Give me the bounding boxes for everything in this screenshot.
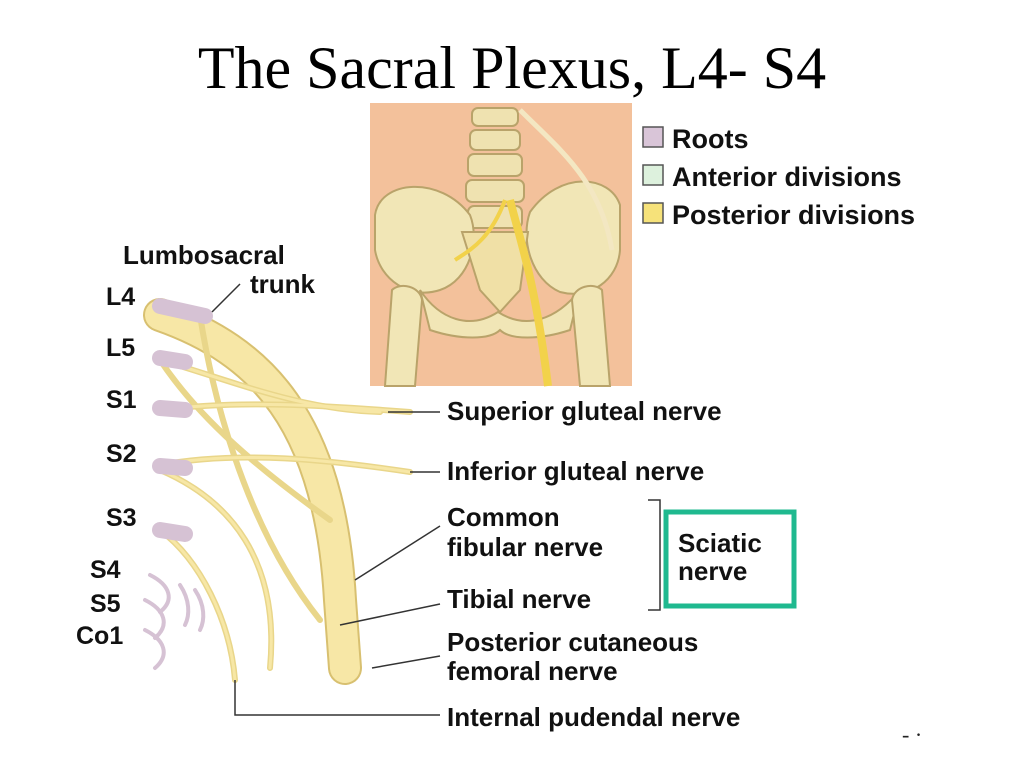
legend: Roots Anterior divisions Posterior divis… [642,124,915,230]
root-labels: L4 L5 S1 S2 S3 S4 S5 Co1 [76,283,137,650]
common-fibular-label-line1: Common [447,502,560,532]
sciatic-label-line2: nerve [678,556,747,586]
legend-swatch-roots [642,126,664,148]
root-label-s4: S4 [90,556,121,584]
posterior-cutaneous-label-line2: femoral nerve [447,656,618,686]
internal-pudendal-label: Internal pudendal nerve [447,702,740,732]
root-label-l5: L5 [106,334,135,362]
tibial-label: Tibial nerve [447,584,591,614]
trunk-label-line1: Lumbosacral [123,240,285,270]
trunk-label-line2: trunk [250,269,316,299]
root-label-l4: L4 [106,283,135,311]
legend-anterior-label: Anterior divisions [672,162,902,192]
legend-posterior-label: Posterior divisions [672,200,915,230]
superior-gluteal-label: Superior gluteal nerve [447,396,722,426]
posterior-cutaneous-label-line1: Posterior cutaneous [447,627,698,657]
sciatic-label-line1: Sciatic [678,528,762,558]
slide-title: The Sacral Plexus, L4- S4 [197,35,827,101]
sciatic-box: Sciatic nerve [663,509,797,609]
root-label-s2: S2 [106,440,137,468]
leader-lines [211,283,661,716]
root-label-co1: Co1 [76,622,123,650]
common-fibular-label-line2: fibular nerve [447,532,603,562]
root-label-s1: S1 [106,386,137,414]
plexus-nerves [143,298,413,685]
legend-roots-label: Roots [672,124,749,154]
nerve-labels: Superior gluteal nerve Inferior gluteal … [447,396,740,732]
root-label-s3: S3 [106,504,137,532]
inferior-gluteal-label: Inferior gluteal nerve [447,456,704,486]
legend-swatch-posterior [642,202,664,224]
legend-swatch-anterior [642,164,664,186]
root-label-s5: S5 [90,590,121,618]
sciatic-box-border [663,509,797,609]
slide-number-fragment: ‑ · [902,722,922,747]
pelvis-illustration [370,103,632,387]
